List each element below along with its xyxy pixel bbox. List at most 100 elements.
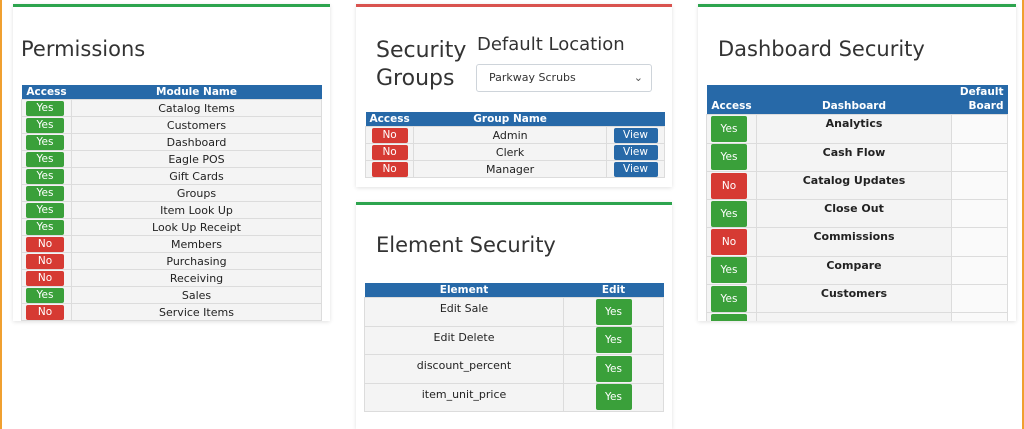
- access-toggle-button[interactable]: Yes: [711, 144, 747, 171]
- edit-toggle-button[interactable]: Yes: [595, 327, 632, 354]
- table-row: Yes: [706, 312, 1008, 321]
- view-header: [606, 112, 665, 127]
- module-name-cell: Groups: [71, 184, 322, 202]
- access-toggle-button[interactable]: No: [26, 305, 64, 320]
- access-toggle-button[interactable]: Yes: [26, 101, 64, 116]
- access-cell: No: [364, 143, 415, 161]
- module-name-cell: Gift Cards: [71, 167, 322, 185]
- access-toggle-button[interactable]: No: [711, 172, 747, 199]
- module-name-cell: Eagle POS: [71, 150, 322, 168]
- default-board-cell: [951, 142, 1008, 172]
- default-board-cell: [951, 199, 1008, 229]
- access-cell: Yes: [706, 114, 757, 144]
- access-cell: No: [706, 227, 757, 257]
- view-group-button[interactable]: View: [613, 162, 658, 177]
- table-row: item_unit_price Yes: [364, 382, 664, 412]
- access-cell: Yes: [21, 116, 72, 134]
- access-toggle-button[interactable]: No: [26, 254, 64, 269]
- dashboard-header: Dashboard: [756, 85, 952, 115]
- element-name-cell: Edit Delete: [364, 325, 564, 355]
- dashboard-name-cell: Compare: [756, 255, 952, 286]
- access-toggle-button[interactable]: No: [371, 128, 408, 143]
- access-toggle-button[interactable]: No: [371, 162, 408, 177]
- access-toggle-button[interactable]: Yes: [711, 115, 747, 142]
- edit-toggle-button[interactable]: Yes: [595, 384, 632, 411]
- edit-cell: Yes: [563, 325, 664, 355]
- element-header: Element: [364, 283, 564, 298]
- table-row: Yes Look Up Receipt: [21, 218, 322, 236]
- element-name-cell: item_unit_price: [364, 382, 564, 412]
- table-row: Yes Customers: [706, 284, 1008, 314]
- dashboard-name-cell: Catalog Updates: [756, 170, 952, 201]
- access-toggle-button[interactable]: Yes: [711, 285, 747, 312]
- table-row: Yes Close Out: [706, 199, 1008, 229]
- access-toggle-button[interactable]: No: [26, 237, 64, 252]
- default-board-cell: [951, 255, 1008, 286]
- access-toggle-button[interactable]: Yes: [711, 257, 747, 284]
- group-name-cell: Clerk: [413, 143, 607, 161]
- access-cell: Yes: [21, 99, 72, 117]
- element-security-title: Element Security: [376, 233, 556, 257]
- access-toggle-button[interactable]: Yes: [711, 200, 747, 227]
- access-toggle-button[interactable]: Yes: [26, 152, 64, 167]
- table-row: No Clerk View: [364, 143, 665, 161]
- access-cell: No: [21, 303, 72, 321]
- default-board-cell: [951, 170, 1008, 201]
- access-header: Access: [365, 112, 414, 127]
- edit-toggle-button[interactable]: Yes: [595, 355, 632, 382]
- module-name-cell: Service Items: [71, 303, 322, 321]
- access-toggle-button[interactable]: Yes: [26, 169, 64, 184]
- chevron-down-icon: ⌄: [633, 71, 643, 84]
- security-groups-title-line2: Groups: [376, 66, 455, 91]
- view-group-button[interactable]: View: [613, 128, 658, 143]
- module-name-cell: Dashboard: [71, 133, 322, 151]
- view-group-button[interactable]: View: [613, 145, 658, 160]
- access-header: Access: [706, 85, 757, 115]
- edit-toggle-button[interactable]: Yes: [595, 298, 632, 325]
- dashboard-name-cell: Customers: [756, 284, 952, 314]
- view-cell: View: [606, 160, 665, 178]
- access-toggle-button[interactable]: No: [711, 229, 747, 256]
- security-groups-title: Security Groups: [376, 37, 466, 93]
- module-name-cell: Look Up Receipt: [71, 218, 322, 236]
- access-toggle-button[interactable]: Yes: [26, 135, 64, 150]
- access-toggle-button[interactable]: Yes: [711, 314, 747, 321]
- default-board-header: Default Board: [951, 85, 1008, 115]
- security-groups-card: Security Groups Default Location Parkway…: [356, 4, 672, 187]
- default-location-select[interactable]: Parkway Scrubs ⌄: [476, 64, 652, 92]
- access-cell: No: [364, 160, 415, 178]
- access-toggle-button[interactable]: Yes: [26, 118, 64, 133]
- access-toggle-button[interactable]: Yes: [26, 203, 64, 218]
- access-toggle-button[interactable]: No: [26, 271, 64, 286]
- default-location-label: Default Location: [477, 34, 625, 55]
- access-cell: Yes: [21, 218, 72, 236]
- access-cell: Yes: [21, 133, 72, 151]
- table-row: Edit Delete Yes: [364, 325, 664, 355]
- dashboard-name-cell: Close Out: [756, 199, 952, 229]
- module-name-cell: Customers: [71, 116, 322, 134]
- edit-cell: Yes: [563, 297, 664, 327]
- table-row: Yes Gift Cards: [21, 167, 322, 185]
- table-row: No Catalog Updates: [706, 170, 1008, 201]
- access-toggle-button[interactable]: Yes: [26, 186, 64, 201]
- access-toggle-button[interactable]: Yes: [26, 220, 64, 235]
- access-cell: Yes: [706, 199, 757, 229]
- access-toggle-button[interactable]: No: [371, 145, 408, 160]
- default-board-header-line1: Default: [959, 86, 1004, 98]
- access-cell: Yes: [706, 312, 757, 321]
- access-cell: Yes: [706, 255, 757, 286]
- module-name-cell: Sales: [71, 286, 322, 304]
- access-toggle-button[interactable]: Yes: [26, 288, 64, 303]
